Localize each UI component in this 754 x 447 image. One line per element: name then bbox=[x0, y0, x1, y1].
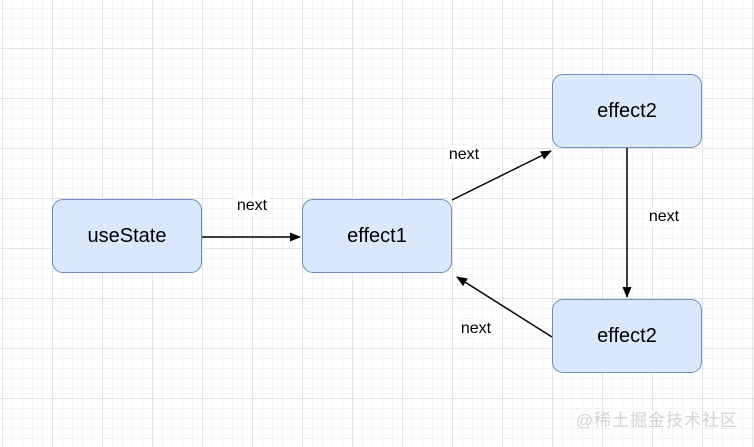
node-effect1: effect1 bbox=[302, 199, 452, 273]
watermark: @稀土掘金技术社区 bbox=[575, 411, 738, 430]
edge-label-usestate-effect1: next bbox=[234, 196, 270, 216]
edge-label-effect1-effect2-top: next bbox=[446, 145, 482, 165]
node-usestate: useState bbox=[52, 199, 202, 273]
edge-label-effect2-bottom-effect1: next bbox=[458, 319, 494, 339]
node-effect2-top: effect2 bbox=[552, 74, 702, 148]
edge-label-effect2-top-effect2-bottom: next bbox=[646, 207, 682, 227]
node-effect2-bottom: effect2 bbox=[552, 299, 702, 373]
